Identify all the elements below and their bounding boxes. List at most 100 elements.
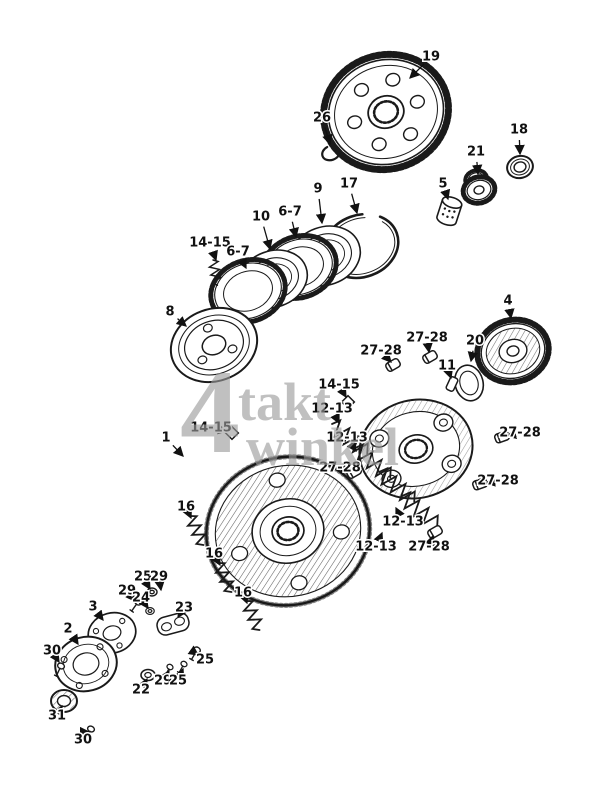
part-21-gear (460, 168, 498, 206)
leader-line (217, 424, 229, 435)
leader-line (49, 651, 60, 664)
watermark-4: 4 (180, 345, 240, 478)
part-number-label: 16 (177, 500, 195, 515)
part-number-label: 14-15 (190, 421, 232, 436)
part-number-label: 1 (161, 431, 170, 446)
part-number-label: 16 (234, 586, 252, 601)
part-number-label: 22 (132, 683, 150, 698)
part-number-label: 29 (150, 570, 168, 585)
part-number-label: 31 (48, 709, 66, 724)
leader-line (175, 316, 187, 327)
leader-line (172, 444, 184, 457)
leader-line (514, 139, 525, 156)
leader-line (182, 507, 192, 520)
part-number-label: 11 (438, 359, 456, 374)
part-number-label: 27-28 (319, 461, 361, 476)
leader-line (471, 161, 483, 176)
part-number-label: 6-7 (226, 245, 250, 260)
leader-line (187, 645, 200, 656)
leader-line (346, 440, 357, 453)
watermark: 4 takt winkel (180, 345, 399, 478)
part-number-label: 17 (340, 177, 358, 192)
leader-line (395, 506, 405, 519)
leader-line (208, 249, 218, 262)
part-number-label: 27-28 (408, 540, 450, 555)
leader-line (440, 188, 451, 201)
part-number-label: 14-15 (318, 378, 360, 393)
part-number-label: 16 (205, 547, 223, 562)
leader-line (174, 667, 185, 680)
part-number-label: 26 (313, 111, 331, 126)
part-number-label: 25 (134, 570, 152, 585)
leader-line (409, 63, 425, 79)
part-number-label: 12-13 (311, 402, 353, 417)
clutch-center-assembly (358, 398, 474, 500)
part-number-label: 20 (466, 334, 484, 349)
part-number-label: 27-28 (406, 331, 448, 346)
part-23-pump-body (156, 612, 190, 636)
part-14-15-spring-and-nuts (207, 258, 356, 441)
part-1-clutch-drum (203, 454, 373, 608)
part-number-label: 14-15 (189, 236, 231, 251)
part-number-label: 29 (154, 674, 172, 689)
leader-line (373, 531, 384, 544)
leader-line (288, 221, 299, 239)
leader-line (467, 350, 478, 363)
part-number-label: 21 (467, 145, 485, 160)
part-number-label: 12-13 (326, 431, 368, 446)
part-number-label: 12-13 (382, 515, 424, 530)
part-number-label: 18 (510, 123, 528, 138)
leader-line (68, 633, 79, 646)
leader-line (425, 534, 435, 547)
part-18-bearing (506, 154, 534, 180)
watermark-word-takt: takt (238, 372, 331, 432)
part-number-label: 30 (43, 644, 61, 659)
part-26-snap-ring (321, 144, 341, 162)
part-number-label: 2 (63, 622, 72, 637)
leader-line (262, 226, 273, 251)
part-number-label: 25 (196, 653, 214, 668)
part-number-label: 25 (169, 674, 187, 689)
leader-line (349, 193, 360, 215)
part-22-washer (140, 668, 156, 682)
part-number-label: 8 (165, 305, 174, 320)
part-4-clutch-outer (474, 316, 552, 386)
watermark-word-winkel: winkel (246, 417, 399, 477)
part-number-label: 27-28 (499, 426, 541, 441)
part-number-label: 27-28 (477, 474, 519, 489)
leader-line (504, 308, 515, 320)
part-number-label: 23 (175, 601, 193, 616)
part-number-label: 6-7 (278, 205, 302, 220)
part-labels-layer: 1926182151796-71014-156-78427-2827-28201… (41, 48, 542, 749)
leader-line (381, 351, 392, 363)
leader-line (336, 386, 347, 399)
leader-line (159, 669, 170, 682)
leader-line (505, 428, 518, 440)
part-number-label: 30 (74, 733, 92, 748)
leader-line (237, 257, 247, 270)
part-31-bearing (50, 689, 78, 713)
part-number-label: 10 (252, 210, 270, 225)
part-number-label: 29 (118, 584, 136, 599)
part-number-label: 4 (503, 294, 512, 309)
part-number-label: 12-13 (355, 540, 397, 555)
leader-line (422, 342, 433, 354)
leader-line (125, 590, 136, 603)
part-number-label: 19 (422, 50, 440, 65)
leader-line (443, 367, 454, 380)
leader-line (211, 554, 221, 567)
part-number-label: 27-28 (360, 344, 402, 359)
leader-line (330, 412, 340, 425)
leader-line (138, 677, 148, 690)
leader-line (138, 597, 149, 610)
oil-pump-cluster (128, 587, 203, 682)
leader-line (53, 704, 63, 717)
part-number-label: 5 (438, 177, 447, 192)
leader-line (322, 127, 333, 146)
leader-line (93, 609, 104, 622)
part-number-label: 24 (132, 591, 150, 606)
part-number-label: 3 (88, 600, 97, 615)
leader-line (140, 578, 151, 591)
